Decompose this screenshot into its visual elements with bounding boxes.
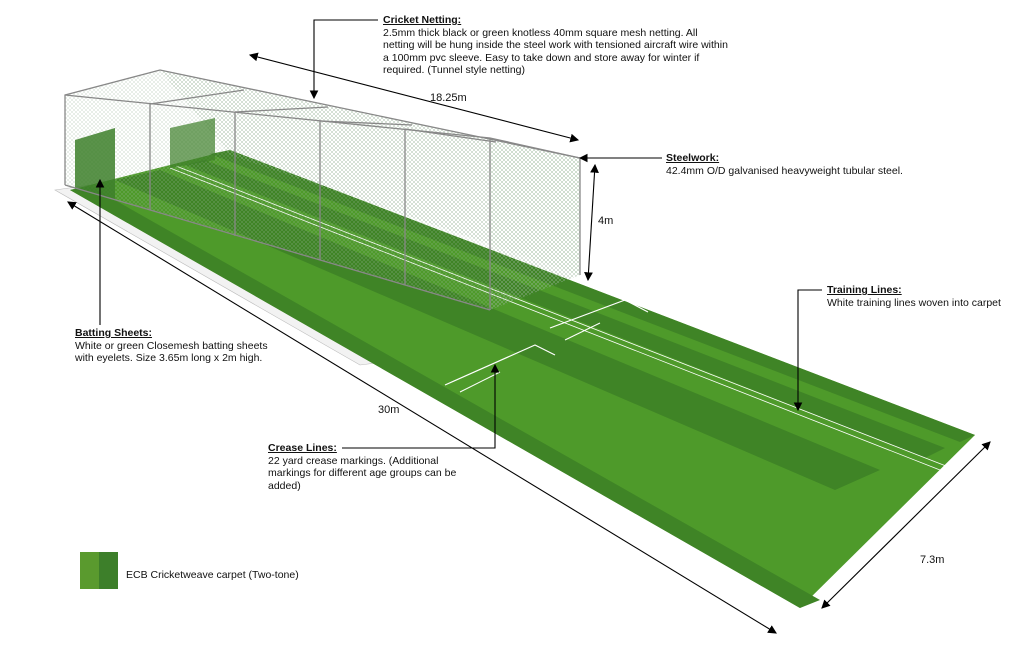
leader-lines [95,19,822,449]
crease-annotation: Crease Lines:22 yard crease markings. (A… [268,442,458,492]
dim-net-length: 18.25m [430,92,467,104]
training-title: Training Lines: [827,284,902,296]
legend-label: ECB Cricketweave carpet (Two-tone) [126,569,299,581]
netting-text: 2.5mm thick black or green knotless 40mm… [383,26,728,77]
legend-swatch [80,552,118,589]
training-text: White training lines woven into carpet [827,296,1001,309]
batting-text: White or green Closemesh batting sheets … [75,339,268,365]
dimension-arrows [67,52,991,634]
crease-title: Crease Lines: [268,442,337,454]
dim-height: 4m [598,215,614,227]
steelwork-annotation: Steelwork:42.4mm O/D galvanised heavywei… [666,152,926,177]
dim-width: 7.3m [920,554,945,566]
training-annotation: Training Lines:White training lines wove… [827,284,1027,309]
batting-sheet [75,128,115,200]
dim-total-length: 30m [378,404,400,416]
steelwork-title: Steelwork: [666,152,720,164]
steelwork-text: 42.4mm O/D galvanised heavyweight tubula… [666,164,903,177]
crease-text: 22 yard crease markings. (Additional mar… [268,454,457,492]
batting-title: Batting Sheets: [75,327,153,339]
batting-annotation: Batting Sheets:White or green Closemesh … [75,327,275,365]
netting-annotation: Cricket Netting:2.5mm thick black or gre… [383,14,728,77]
netting-title: Cricket Netting: [383,14,462,26]
